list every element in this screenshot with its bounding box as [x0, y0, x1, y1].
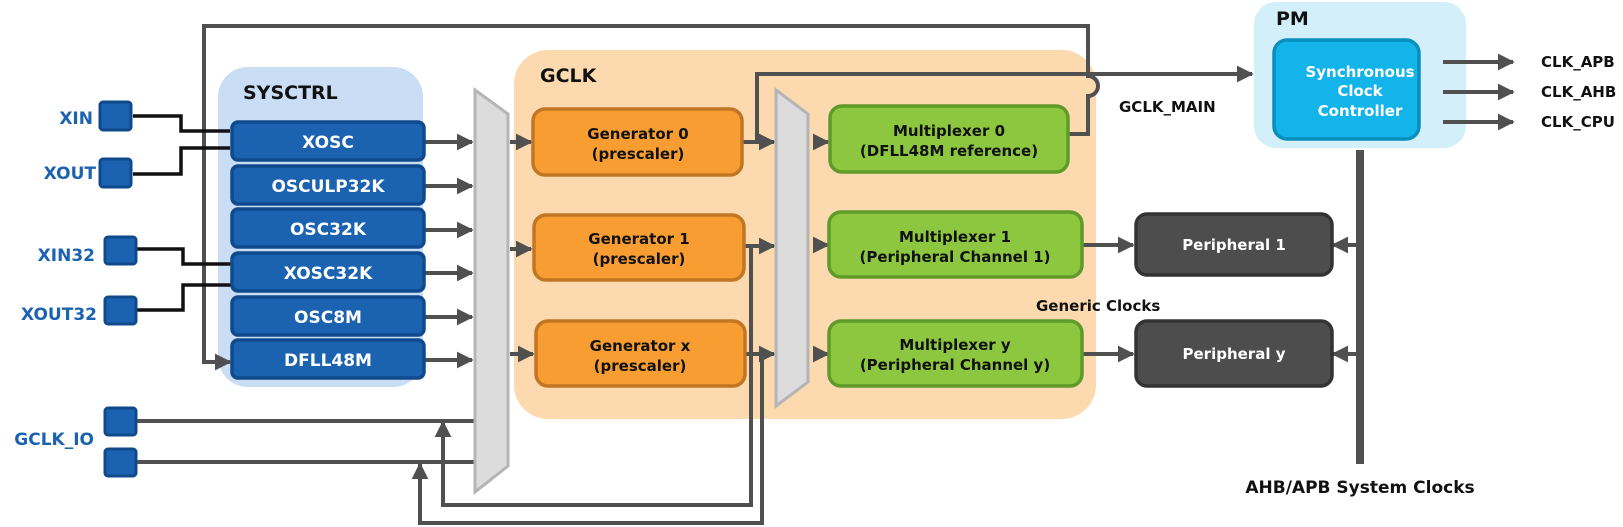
synchronous-clock-controller: Synchronous Clock Controller	[1272, 38, 1421, 141]
gclk-main-label: GCLK_MAIN	[1119, 98, 1216, 116]
dfll-reference-loop	[202, 24, 1100, 371]
multiplexer-name: Multiplexer 0	[893, 122, 1005, 140]
system-clock-bus	[1356, 150, 1364, 464]
multiplexer-1: Multiplexer 1 (Peripheral Channel 1)	[827, 210, 1084, 279]
multiplexer-channel: (DFLL48M reference)	[860, 142, 1038, 160]
peripheral-label: Peripheral 1	[1182, 236, 1286, 254]
gclk-title: GCLK	[540, 65, 598, 87]
osc-label: XOSC32K	[284, 264, 373, 284]
multiplexer-channel: (Peripheral Channel 1)	[859, 248, 1050, 266]
generic-clocks-label: Generic Clocks	[1036, 297, 1160, 315]
pm-title: PM	[1276, 8, 1309, 30]
pin-label-xout: XOUT	[44, 164, 97, 184]
multiplexer-name: Multiplexer y	[899, 336, 1011, 354]
peripheral-1: Peripheral 1	[1134, 212, 1334, 277]
pin-xin32	[103, 235, 138, 266]
pin-xout	[98, 157, 133, 189]
oscillator-list: XOSC OSCULP32K OSC32K XOSC32K OSC8M DFLL…	[230, 120, 426, 380]
generator-x: Generator x (prescaler)	[534, 319, 747, 388]
system-clocks-label: AHB/APB System Clocks	[1245, 478, 1474, 498]
genx-feedback-wire	[411, 354, 764, 525]
multiplexer-0: Multiplexer 0 (DFLL48M reference)	[828, 104, 1070, 174]
output-clk-ahb: CLK_AHB	[1541, 83, 1616, 101]
generator-type: (prescaler)	[593, 250, 686, 268]
pin-gclk-io-1	[103, 406, 138, 437]
multiplexer-channel: (Peripheral Channel y)	[860, 356, 1050, 374]
pin-xin	[98, 100, 133, 132]
osc-label: XOSC	[302, 133, 354, 153]
generator-type: (prescaler)	[594, 357, 687, 375]
generator-0: Generator 0 (prescaler)	[531, 107, 744, 177]
gclk-main-wire	[755, 65, 1254, 142]
wires	[136, 24, 1515, 525]
pin-wires	[133, 114, 232, 312]
multiplexer-name: Multiplexer 1	[899, 228, 1011, 246]
generator-type: (prescaler)	[592, 145, 685, 163]
generator-name: Generator 0	[587, 125, 688, 143]
generator-1: Generator 1 (prescaler)	[532, 213, 746, 282]
osc-label: OSC8M	[294, 308, 362, 328]
pin-label-xin: XIN	[59, 109, 93, 129]
osc-label: OSC32K	[290, 220, 367, 240]
pins	[98, 100, 138, 478]
pin-label-xout32: XOUT32	[21, 305, 97, 325]
output-clk-cpu: CLK_CPU	[1541, 113, 1615, 131]
pin-label-xin32: XIN32	[38, 246, 95, 266]
osc-xosc: XOSC	[230, 120, 426, 162]
peripheral-label: Peripheral y	[1183, 345, 1286, 363]
osc-osc32k: OSC32K	[230, 207, 426, 249]
osc-osc8m: OSC8M	[230, 295, 426, 337]
multiplexer-y: Multiplexer y (Peripheral Channel y)	[827, 319, 1084, 388]
osc-dfll48m: DFLL48M	[230, 338, 426, 380]
multiplexer-list: Multiplexer 0 (DFLL48M reference) Multip…	[827, 104, 1084, 388]
generator-name: Generator x	[590, 337, 691, 355]
pin-label-gclk-io: GCLK_IO	[14, 430, 94, 450]
osc-xosc32k: XOSC32K	[230, 251, 426, 293]
scc-line-3: Controller	[1318, 102, 1403, 120]
generator-output-selector	[774, 87, 810, 409]
generator-name: Generator 1	[588, 230, 689, 248]
pin-gclk-io-2	[103, 447, 138, 478]
osc-label: OSCULP32K	[271, 177, 385, 197]
generator-list: Generator 0 (prescaler) Generator 1 (pre…	[531, 107, 747, 388]
output-clk-apb: CLK_APB	[1541, 53, 1615, 71]
scc-line-1: Synchronous	[1305, 63, 1414, 81]
osc-label: DFLL48M	[284, 351, 372, 371]
pin-xout32	[103, 295, 138, 326]
osc-osculp32k: OSCULP32K	[230, 164, 426, 206]
scc-line-2: Clock	[1337, 82, 1383, 100]
generator-source-selector	[473, 87, 510, 496]
sysctrl-title: SYSCTRL	[243, 82, 338, 104]
peripheral-y: Peripheral y	[1134, 319, 1334, 388]
